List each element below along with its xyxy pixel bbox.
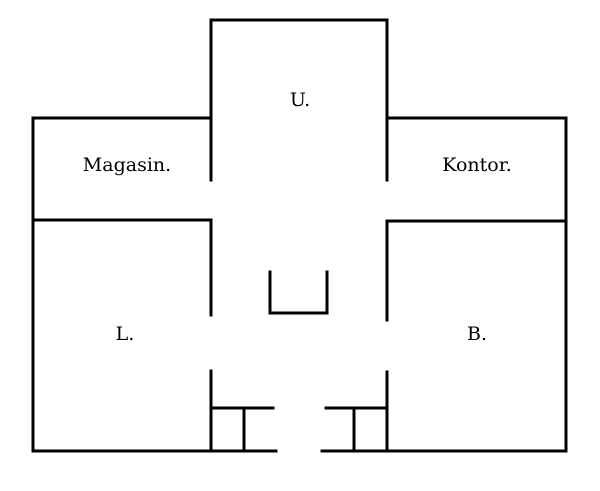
room-label-u: U.: [290, 89, 310, 111]
room-label-l: L.: [116, 323, 135, 345]
room-label-kontor: Kontor.: [442, 154, 511, 176]
room-label-magasin: Magasin.: [83, 154, 171, 176]
room-label-b: B.: [467, 323, 487, 345]
walls: [31, 18, 568, 453]
hearth: [268, 270, 329, 315]
